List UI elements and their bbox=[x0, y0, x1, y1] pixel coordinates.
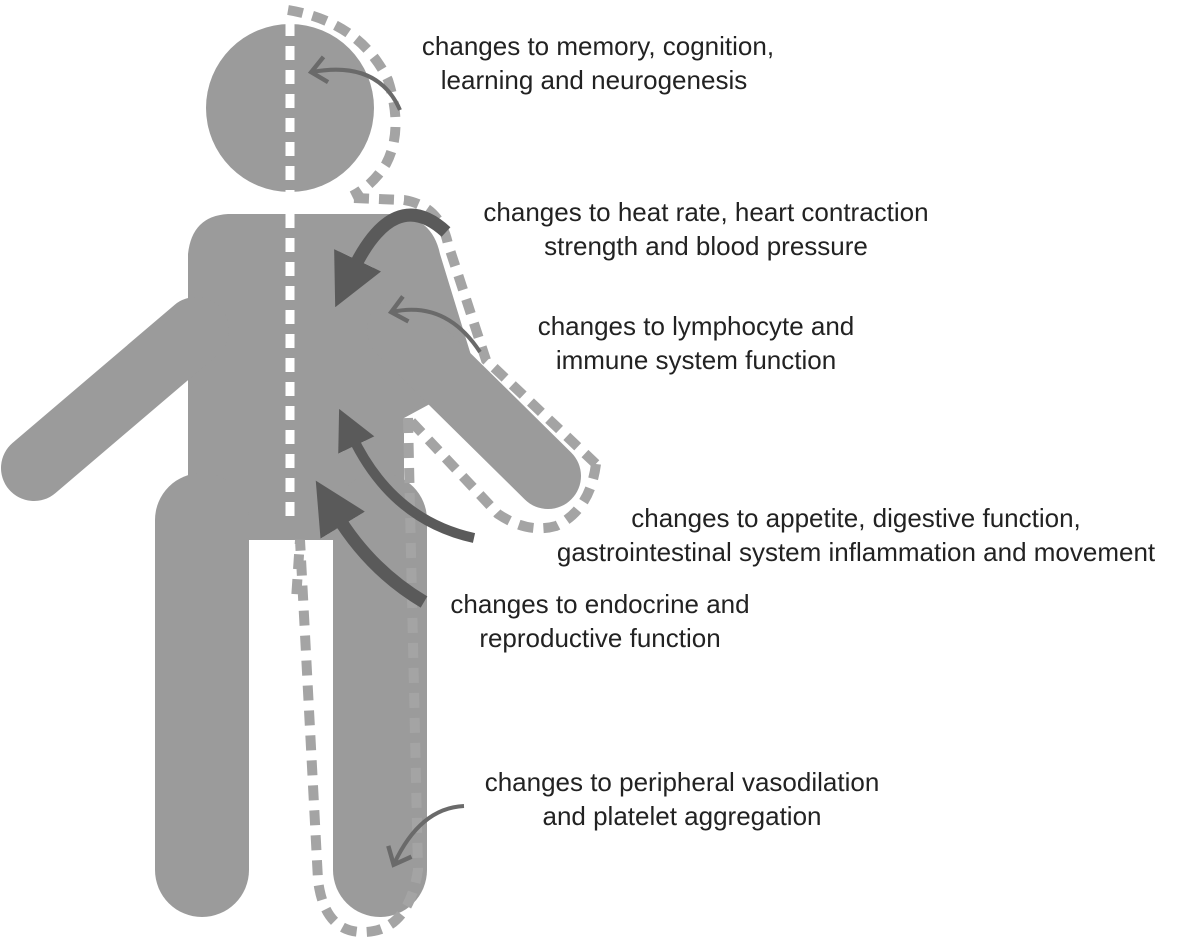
label-heart-line-2: strength and blood pressure bbox=[544, 231, 868, 261]
label-brain-line-2: learning and neurogenesis bbox=[441, 65, 747, 95]
label-brain-line-1: changes to memory, cognition, bbox=[422, 31, 774, 61]
left-arm bbox=[1, 297, 229, 501]
label-vascular-line-1: changes to peripheral vasodilation bbox=[485, 767, 880, 797]
arrow-vascular bbox=[386, 804, 465, 868]
arrow-brain bbox=[307, 55, 402, 111]
arrow-digestive bbox=[338, 408, 476, 543]
label-digestive-line-2: gastrointestinal system inflammation and… bbox=[557, 537, 1156, 567]
arrow-immune bbox=[387, 295, 482, 354]
label-digestive-line-1: changes to appetite, digestive function, bbox=[631, 503, 1081, 533]
head bbox=[206, 24, 374, 192]
arrows bbox=[307, 55, 482, 868]
label-heart-line-1: changes to heat rate, heart contraction bbox=[483, 197, 928, 227]
label-vascular-line-2: and platelet aggregation bbox=[542, 801, 821, 831]
arrow-endocrine bbox=[315, 480, 428, 608]
arrow-heart bbox=[334, 208, 451, 308]
label-endocrine-line-2: reproductive function bbox=[479, 623, 720, 653]
label-immune-line-1: changes to lymphocyte and bbox=[538, 311, 855, 341]
label-endocrine-line-1: changes to endocrine and bbox=[450, 589, 749, 619]
labels: changes to memory, cognition, learning a… bbox=[422, 31, 1156, 831]
label-immune-line-2: immune system function bbox=[556, 345, 836, 375]
right-arm bbox=[367, 297, 581, 509]
